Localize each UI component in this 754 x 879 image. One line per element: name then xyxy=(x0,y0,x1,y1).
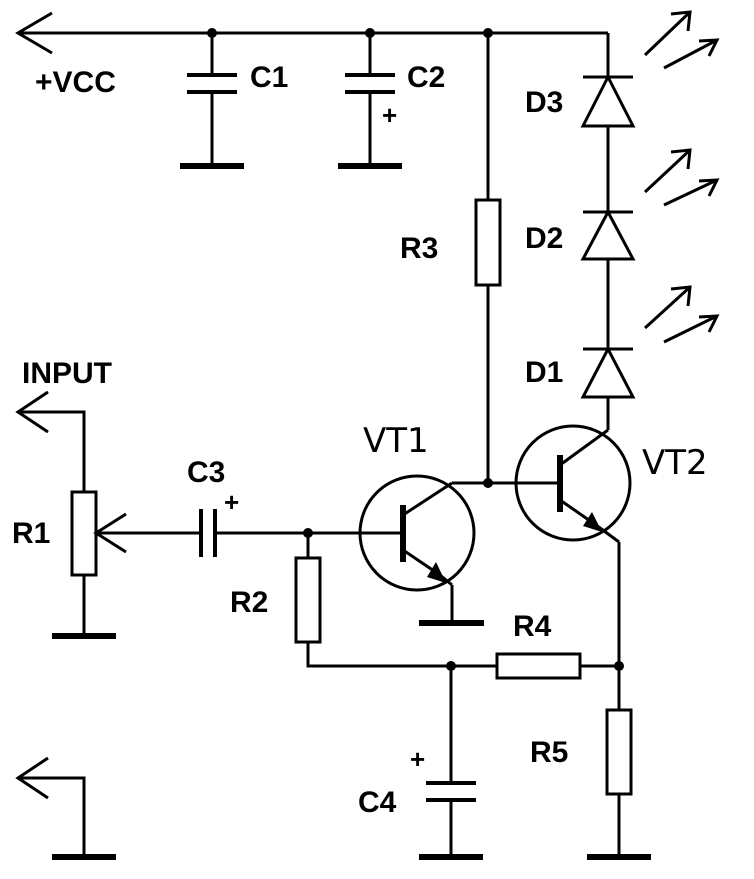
d2-light-arrows xyxy=(643,148,720,207)
vcc-rail xyxy=(15,11,608,55)
d3-light-arrows xyxy=(643,10,720,70)
resistor-r4 xyxy=(495,652,619,680)
resistor-r3 xyxy=(474,33,502,483)
label-c2: C2 xyxy=(407,61,445,94)
label-r4: R4 xyxy=(513,610,552,643)
capacitor-c3 xyxy=(199,509,308,557)
label-c3-polarity: + xyxy=(224,487,239,517)
label-vcc: +VCC xyxy=(35,66,116,99)
label-r3: R3 xyxy=(400,232,438,265)
label-d1: D1 xyxy=(525,356,563,389)
led-column xyxy=(580,33,636,430)
label-c1: C1 xyxy=(250,61,288,94)
label-c4: C4 xyxy=(358,786,397,819)
label-r5: R5 xyxy=(530,736,568,769)
ground-terminal xyxy=(15,756,116,860)
capacitor-c2 xyxy=(338,33,402,169)
label-input: INPUT xyxy=(22,357,112,390)
label-r2: R2 xyxy=(230,586,268,619)
potentiometer-r1 xyxy=(52,490,200,639)
d1-light-arrows xyxy=(643,285,720,344)
label-d2: D2 xyxy=(525,222,563,255)
label-c4-polarity: + xyxy=(410,744,425,774)
label-vt1: VT1 xyxy=(363,421,429,461)
label-d3: D3 xyxy=(525,86,563,119)
label-c3: C3 xyxy=(187,456,225,489)
label-r1: R1 xyxy=(12,517,50,550)
input-terminal xyxy=(15,390,86,492)
label-vt2: VT2 xyxy=(642,443,708,483)
resistor-r5 xyxy=(587,666,651,860)
capacitor-c4 xyxy=(419,666,483,860)
transistor-vt2 xyxy=(488,424,632,664)
capacitor-c1 xyxy=(180,33,244,169)
resistor-r2 xyxy=(294,533,497,668)
label-c2-polarity: + xyxy=(382,100,397,130)
transistor-vt1 xyxy=(308,474,488,626)
